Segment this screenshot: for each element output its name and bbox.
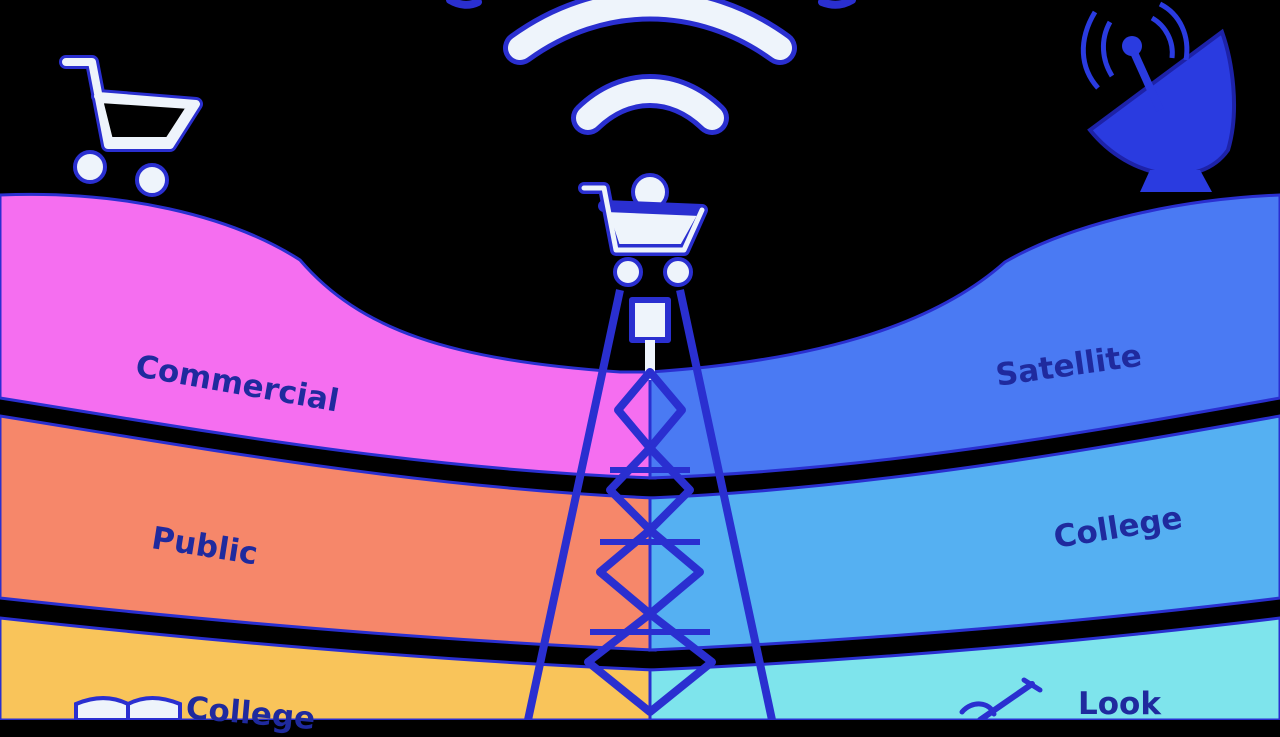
band-right-top: [648, 193, 1280, 480]
book-icon: [74, 696, 182, 720]
right-bands: [648, 193, 1280, 720]
illustration-scene: [0, 0, 1280, 720]
shopping-cart-icon-tower-top: [578, 173, 708, 287]
satellite-dish-icon: [1080, 1, 1236, 192]
shopping-cart-icon-top-left: [59, 55, 203, 197]
band-left-bottom: [0, 616, 657, 720]
left-bands: [0, 192, 657, 720]
band-left-top: [0, 192, 657, 480]
band-right-bottom: [648, 616, 1280, 720]
wifi-signal-icon: [446, 0, 856, 135]
label-right-bottom: Look: [1078, 686, 1161, 722]
band-right-middle: [648, 414, 1280, 652]
guitar-icon: [959, 677, 1043, 720]
radio-tower-icon: [524, 289, 776, 720]
